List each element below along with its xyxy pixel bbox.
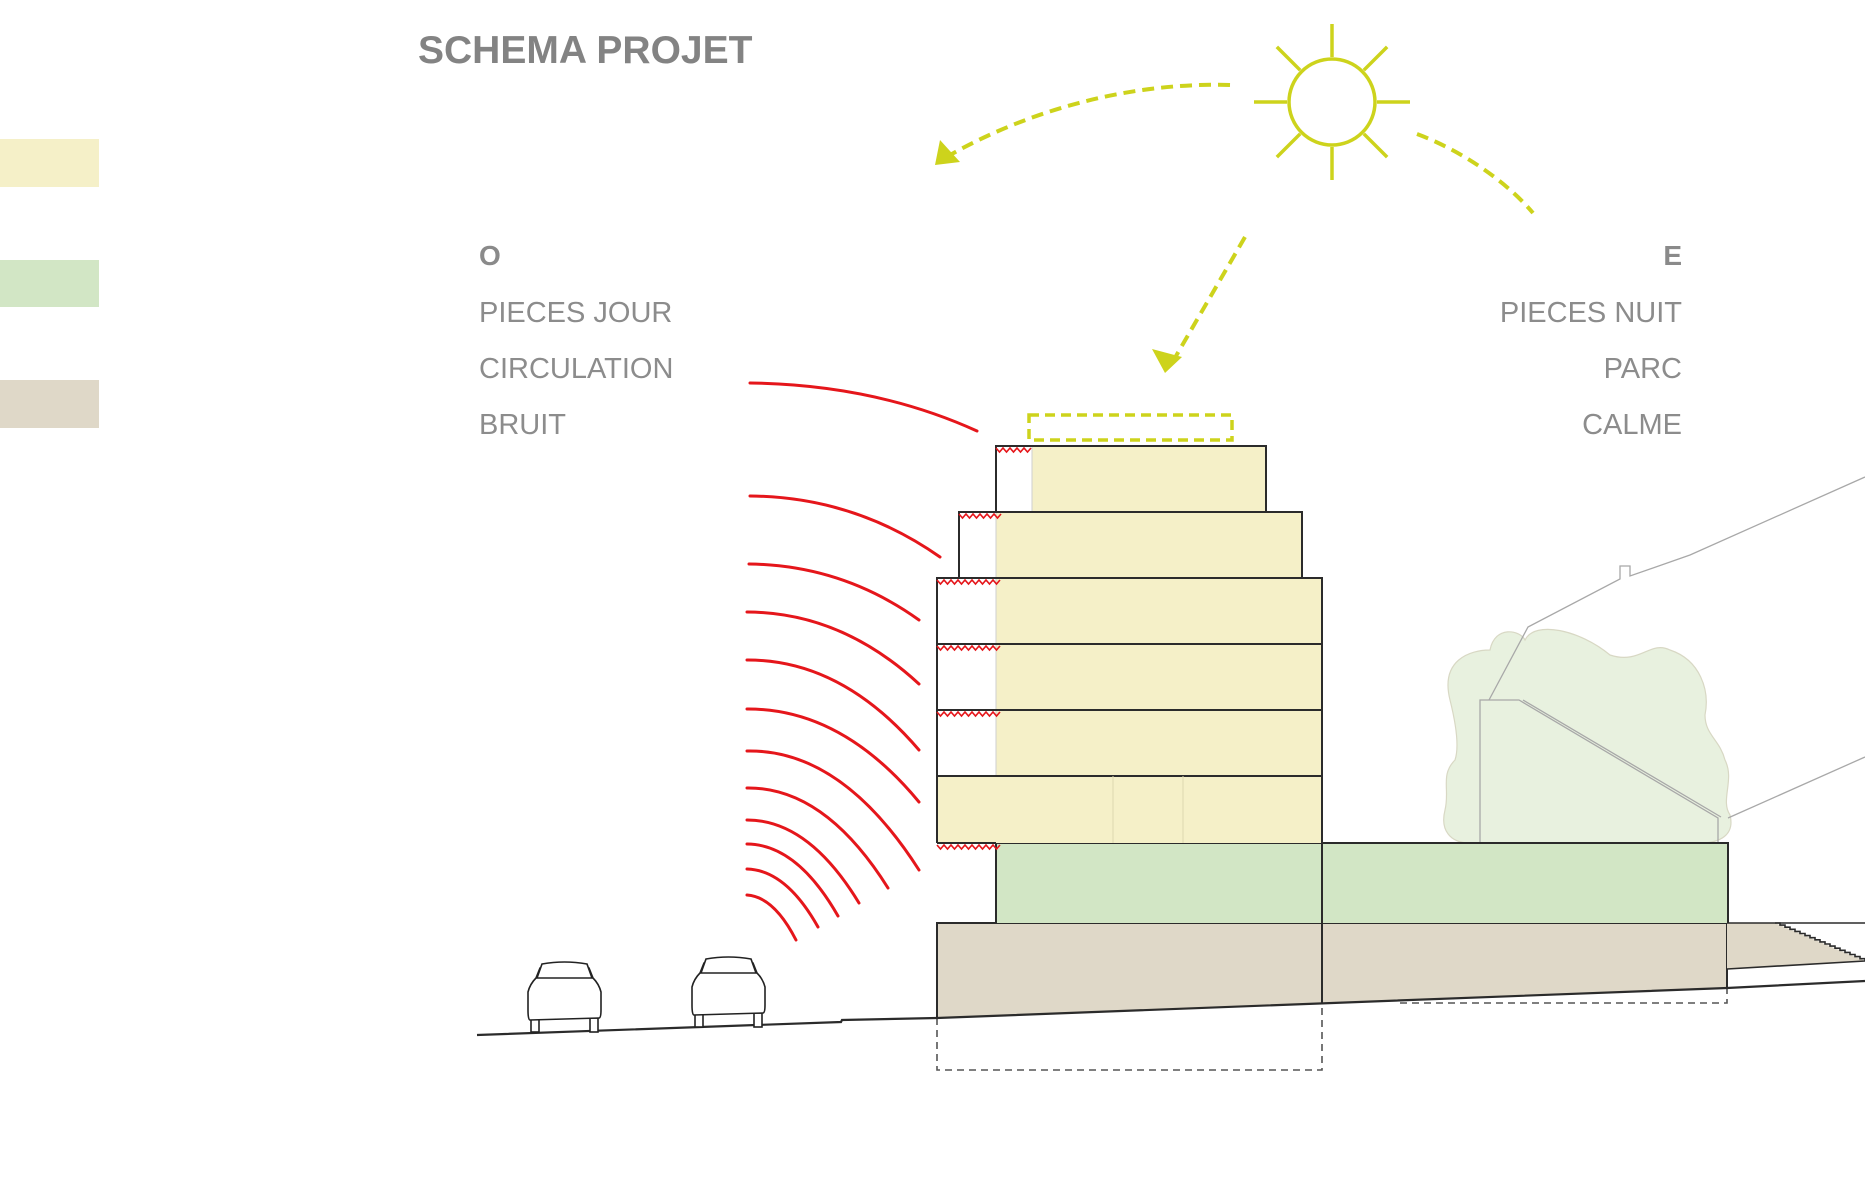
- east-labels: E PIECES NUIT PARC CALME: [1500, 240, 1682, 441]
- day-room-zone: [996, 512, 1302, 578]
- ghost-house-roof-inner: [1522, 699, 1722, 818]
- street-cars: [527, 956, 766, 1033]
- noise-wave: [745, 867, 820, 929]
- noise-wave: [745, 658, 921, 752]
- east-context: [1443, 476, 1865, 844]
- east-label-park: PARC: [1604, 353, 1682, 385]
- exterior-stair: [1727, 923, 1865, 969]
- tree-icon: [1443, 628, 1732, 844]
- west-label-day-rooms: PIECES JOUR: [479, 297, 672, 329]
- noise-wave: [745, 786, 890, 890]
- building-section: [936, 445, 1865, 1071]
- west-label-circulation: CIRCULATION: [479, 353, 673, 385]
- noise-wave: [745, 818, 861, 905]
- west-orientation-label: O: [479, 240, 501, 271]
- roof-terrace-outline: [1027, 413, 1234, 442]
- day-room-zone: [996, 578, 1322, 644]
- sun-arrow-down: [1174, 235, 1247, 358]
- floor-2: [936, 709, 1323, 776]
- car-icon: [691, 956, 766, 1028]
- legend-swatch-yellow: [0, 139, 99, 187]
- sun-ray: [1362, 132, 1389, 159]
- arrowhead-west-icon: [935, 140, 960, 165]
- noise-wave: [745, 610, 921, 686]
- basement-outline: [936, 1004, 1323, 1071]
- balcony-railing: [936, 578, 1001, 586]
- stair-steps: [1775, 922, 1865, 961]
- balcony-railing: [995, 446, 1032, 454]
- sun-ray: [1362, 45, 1389, 72]
- noise-wave: [747, 562, 921, 622]
- noise-wave: [748, 381, 979, 433]
- underground-outline-east: [1400, 988, 1728, 1004]
- east-label-night-rooms: PIECES NUIT: [1500, 297, 1682, 329]
- ground-line: [476, 979, 1865, 1037]
- sun-arrow-west: [949, 82, 1231, 157]
- day-room-zone: [937, 776, 1322, 843]
- noise-wave: [745, 749, 921, 872]
- balcony-railing: [936, 644, 1001, 652]
- day-room-zone: [996, 710, 1322, 776]
- sun-icon: [1254, 24, 1410, 180]
- balcony-railing: [958, 512, 1002, 520]
- plinth-level: [937, 923, 1727, 1018]
- arrowhead-down-icon: [1152, 349, 1182, 373]
- sun-ray: [1275, 45, 1302, 72]
- noise-wave: [745, 893, 798, 942]
- diagram-title: SCHEMA PROJET: [418, 29, 753, 72]
- floor-3: [936, 643, 1323, 710]
- day-room-zone: [996, 644, 1322, 710]
- noise-wave: [745, 707, 921, 804]
- legend: [0, 139, 99, 428]
- sun-ray: [1275, 132, 1302, 159]
- sun-arrow-east: [1416, 132, 1535, 215]
- floor-6: [995, 445, 1267, 512]
- legend-swatch-green: [0, 260, 99, 307]
- day-room-zone: [1032, 446, 1266, 512]
- balcony-railing: [936, 710, 1001, 718]
- east-orientation-label: E: [1663, 240, 1682, 271]
- west-label-noise: BRUIT: [479, 409, 566, 441]
- sun-path-arrows: [935, 82, 1535, 442]
- floor-1: [936, 775, 1323, 843]
- noise-waves: [745, 381, 979, 942]
- balcony-railing: [936, 843, 1001, 851]
- park-level: [996, 843, 1728, 923]
- east-label-calm: CALME: [1582, 409, 1682, 441]
- legend-swatch-beige: [0, 380, 99, 428]
- west-labels: O PIECES JOUR CIRCULATION BRUIT: [479, 240, 673, 441]
- noise-wave: [748, 494, 942, 559]
- ghost-house-outline: [1479, 699, 1719, 843]
- floor-5: [958, 511, 1303, 578]
- noise-wave: [745, 842, 840, 918]
- car-icon: [527, 961, 602, 1033]
- ghost-hill-roofline: [1488, 476, 1865, 701]
- floor-4: [936, 577, 1323, 644]
- ghost-roof-east: [1727, 756, 1865, 819]
